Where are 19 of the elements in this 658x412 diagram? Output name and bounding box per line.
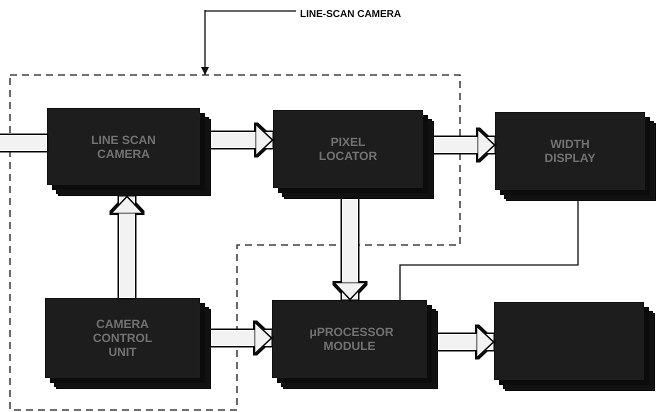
block-label: LINE SCAN CAMERA [90, 132, 157, 160]
block-arrow [211, 321, 272, 355]
block-label: CAMERA CONTROL UNIT [92, 317, 154, 359]
callout-label-text: LINE-SCAN CAMERA [300, 9, 402, 20]
block-label: WIDTH DISPLAY [544, 137, 596, 165]
block-arrow [211, 123, 274, 157]
block-arrow [434, 128, 496, 162]
arrow [201, 9, 296, 75]
block-box [45, 298, 200, 378]
block-box [272, 300, 427, 378]
block-arrow [333, 199, 367, 300]
block-box [273, 110, 423, 188]
block-label: PIXEL LOCATOR [318, 135, 378, 163]
block-arrow [110, 196, 144, 298]
block-box [494, 302, 644, 380]
block-arrow [438, 325, 494, 359]
block-box [495, 112, 645, 190]
enclosure-outline [10, 75, 461, 411]
block-box [47, 108, 200, 185]
